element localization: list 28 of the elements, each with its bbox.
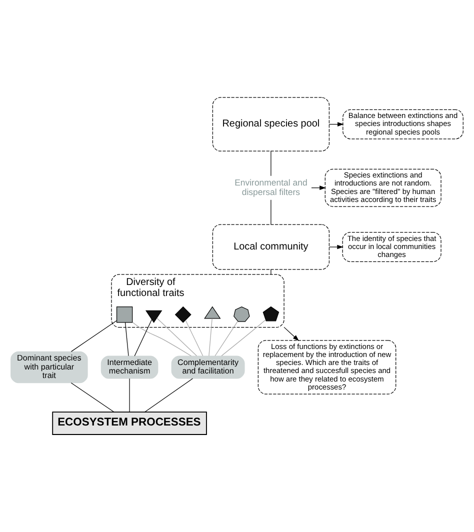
connector bbox=[134, 319, 152, 356]
connector bbox=[70, 382, 114, 412]
connector bbox=[270, 150, 272, 176]
connector bbox=[144, 378, 194, 412]
connector bbox=[221, 319, 266, 356]
connector bbox=[185, 320, 204, 356]
cluster: Diversity of functional traits bbox=[111, 274, 284, 328]
connector bbox=[70, 320, 117, 352]
node-triangle bbox=[204, 306, 221, 319]
connector bbox=[208, 318, 212, 356]
connector bbox=[124, 322, 129, 356]
connector bbox=[132, 322, 192, 356]
node-box: ECOSYSTEM PROCESSES bbox=[52, 412, 207, 435]
node-box bbox=[116, 306, 133, 323]
connector bbox=[156, 318, 198, 356]
connector bbox=[270, 200, 272, 225]
arrow bbox=[284, 326, 300, 341]
node-box: Regional species pool bbox=[212, 97, 330, 152]
connector bbox=[129, 378, 130, 412]
node-heptagon bbox=[234, 306, 250, 322]
node-diamond bbox=[174, 306, 192, 323]
node-pentagon bbox=[262, 306, 280, 322]
node-box: Local community bbox=[212, 224, 330, 270]
arrow bbox=[328, 244, 344, 250]
connector bbox=[214, 321, 238, 356]
node-triangle bbox=[145, 310, 162, 323]
node-text: Environmental and dispersal filters bbox=[234, 177, 308, 197]
connector bbox=[270, 269, 272, 275]
